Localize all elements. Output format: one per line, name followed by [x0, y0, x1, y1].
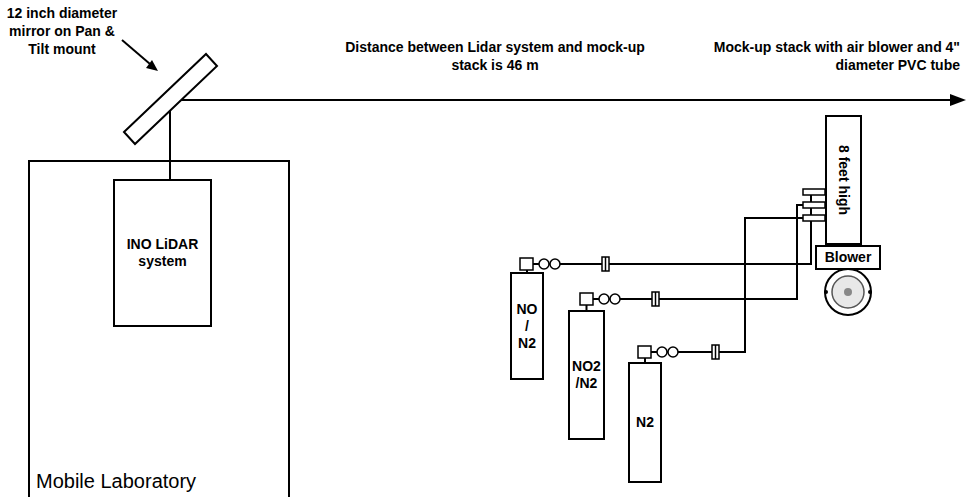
node-text: INO LiDAR system — [115, 236, 210, 270]
regulator — [520, 257, 609, 271]
regulator — [580, 292, 659, 306]
mobile-lab-box: Mobile Laboratory INO LiDAR system — [28, 160, 290, 497]
node-text: N2 — [636, 414, 654, 431]
gas-line — [645, 218, 825, 362]
gas-line — [587, 205, 826, 310]
fan-bolt — [868, 290, 872, 294]
lidar-box: INO LiDAR system — [113, 179, 212, 327]
beam-line — [172, 99, 952, 101]
mirror — [124, 54, 217, 144]
gas-cylinder: N2 — [628, 362, 662, 483]
blower-box: Blower — [815, 245, 881, 270]
leader-line — [122, 40, 150, 64]
fan-housing — [825, 269, 871, 315]
stack-tube: 8 feet high — [825, 115, 862, 245]
fan-bolt — [824, 290, 828, 294]
nozzle — [803, 189, 825, 195]
node-text: NO / N2 — [517, 301, 538, 352]
nozzle — [803, 202, 825, 208]
beam-arrowhead — [950, 94, 966, 106]
gas-line — [527, 192, 825, 272]
gas-cylinder: NO / N2 — [510, 272, 544, 380]
annotation-label: Distance between Lidar system and mock-u… — [330, 38, 660, 74]
node-text: NO2 /N2 — [572, 358, 601, 392]
fan-rotor — [832, 276, 864, 308]
leader-arrowhead — [146, 60, 158, 71]
node-text: 8 feet high — [835, 145, 852, 215]
annotation-label: Mock-up stack with air blower and 4" dia… — [668, 38, 960, 74]
fan-hub — [844, 288, 852, 296]
node-text: Mobile Laboratory — [36, 470, 196, 492]
regulator — [638, 345, 719, 359]
annotation-label: 12 inch diameter mirror on Pan & Tilt mo… — [2, 4, 122, 58]
nozzle — [803, 215, 825, 221]
node-text: Blower — [825, 249, 872, 266]
gas-cylinder: NO2 /N2 — [568, 310, 605, 440]
